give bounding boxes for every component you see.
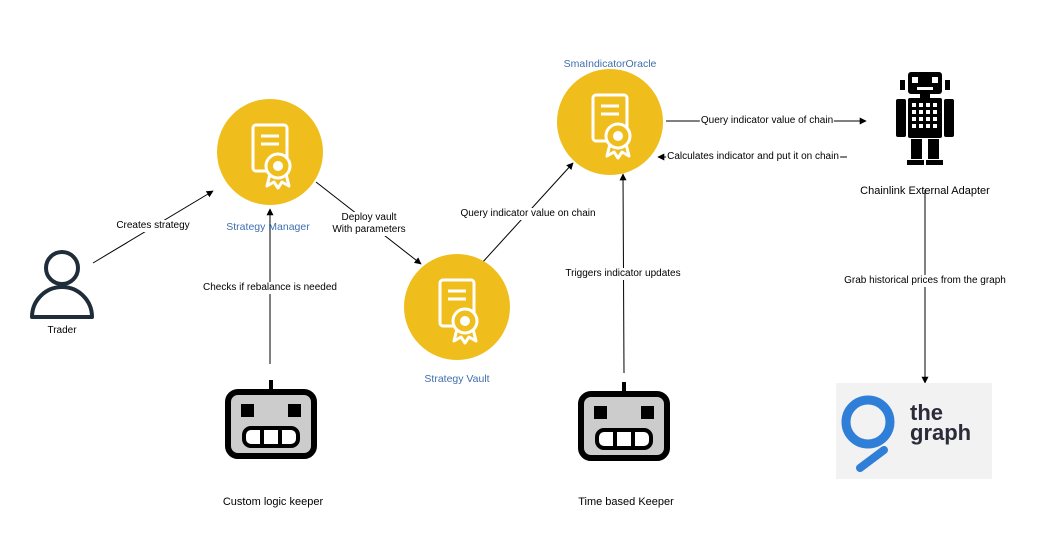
adapter-robot-icon [896, 72, 954, 165]
graph-logo-text-the: the [910, 400, 943, 425]
graph-logo-text-graph: graph [910, 420, 971, 445]
strategy-manager-certificate-icon [217, 99, 323, 205]
time-keeper-robot-head-icon [581, 382, 667, 458]
edge-label-deploy-vault-line2: With parameters [332, 224, 406, 235]
edge-label-triggers-updates: Triggers indicator updates [564, 268, 682, 280]
edge-label-grab-prices: Grab historical prices from the graph [843, 275, 1007, 287]
edge-label-creates-strategy: Creates strategy [115, 220, 191, 232]
custom-keeper-robot-head-icon [228, 380, 314, 456]
the-graph-logo: the graph [836, 383, 992, 479]
edge-label-deploy-vault: Deploy vault With parameters [331, 212, 407, 236]
strategy-vault-label: Strategy Vault [424, 373, 490, 385]
edge-label-query-on-chain: Query indicator value on chain [459, 208, 597, 220]
edge-label-query-of-chain: Query indicator value of chain [699, 115, 835, 127]
custom-keeper-label: Custom logic keeper [222, 496, 324, 508]
strategy-manager-label: Strategy Manager [226, 221, 310, 233]
time-keeper-label: Time based Keeper [578, 496, 674, 508]
edge-label-calculates-indicator: Calculates indicator and put it on chain [666, 151, 840, 163]
trader-label: Trader [47, 325, 77, 336]
edge-label-deploy-vault-line1: Deploy vault [341, 212, 397, 223]
person-icon [30, 250, 94, 319]
sma-oracle-label: SmaIndicatorOracle [563, 58, 657, 70]
strategy-vault-certificate-icon [404, 254, 510, 360]
sma-oracle-certificate-icon [557, 69, 663, 175]
edge-label-checks-rebalance: Checks if rebalance is needed [202, 282, 338, 294]
chainlink-adapter-label: Chainlink External Adapter [860, 185, 990, 197]
